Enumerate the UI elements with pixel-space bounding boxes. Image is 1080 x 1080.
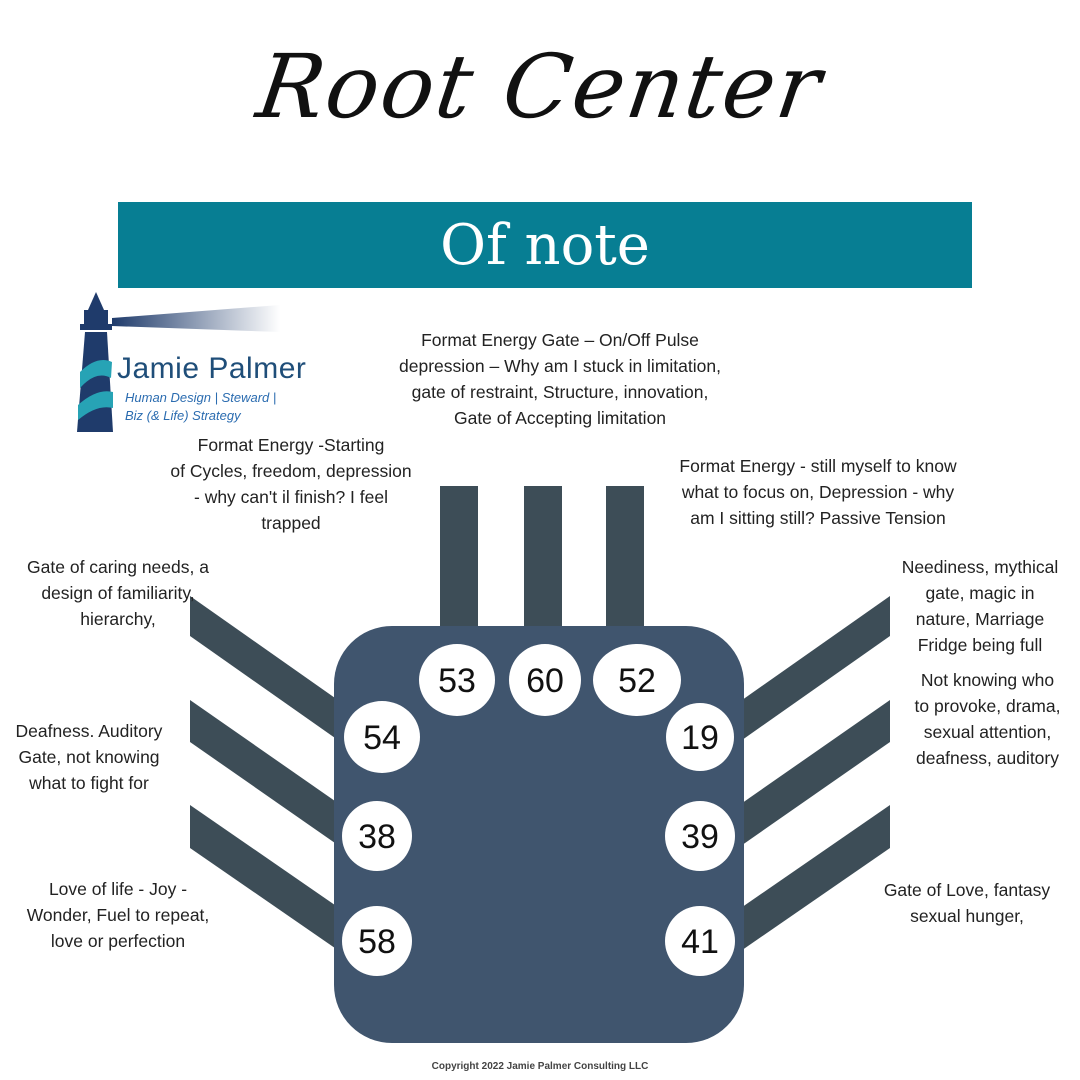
note-gate-60: Format Energy Gate – On/Off Pulse depres… (350, 327, 770, 431)
note-line: Wonder, Fuel to repeat, (26, 905, 210, 925)
note-gate-52: Format Energy - still myself to know wha… (640, 453, 996, 531)
channel-58 (190, 805, 345, 955)
gate-54-label: 54 (363, 719, 401, 757)
note-line: sexual hunger, (910, 906, 1024, 926)
logo-subtitle-line1: Human Design | Steward | (125, 390, 277, 405)
channel-19 (735, 596, 890, 745)
channel-38 (190, 700, 345, 850)
gate-39-label: 39 (681, 818, 719, 856)
gate-41-label: 41 (681, 923, 719, 961)
note-line: hierarchy, (80, 609, 156, 629)
gate-39: 39 (665, 801, 735, 871)
gate-58-label: 58 (358, 923, 396, 961)
note-line: nature, Marriage (915, 609, 1045, 629)
note-line: Format Energy - still myself to know (679, 456, 957, 476)
note-line: gate of restraint, Structure, innovation… (411, 382, 709, 402)
copyright: Copyright 2022 Jamie Palmer Consulting L… (431, 1061, 649, 1072)
note-gate-38: Deafness. Auditory Gate, not knowing wha… (0, 718, 178, 796)
channel-54 (190, 596, 345, 745)
note-line: Love of life - Joy - (48, 879, 188, 899)
note-line: Format Energy Gate – On/Off Pulse (421, 330, 699, 350)
note-line: Deafness. Auditory (15, 721, 163, 741)
note-line: - why can't il finish? I feel (194, 487, 388, 507)
note-line: what to fight for (29, 773, 149, 793)
gate-52-label: 52 (618, 662, 656, 700)
gate-38: 38 (342, 801, 412, 871)
note-line: Gate, not knowing (18, 747, 160, 767)
note-gate-39: Not knowing who to provoke, drama, sexua… (895, 667, 1080, 771)
note-gate-58: Love of life - Joy - Wonder, Fuel to rep… (4, 876, 232, 954)
gate-54: 54 (344, 701, 420, 773)
note-line: am I sitting still? Passive Tension (690, 508, 946, 528)
note-gate-19: Neediness, mythical gate, magic in natur… (880, 554, 1080, 658)
channel-53 (440, 486, 478, 636)
note-line: to provoke, drama, (914, 696, 1061, 716)
channel-39 (735, 700, 890, 850)
note-line: deafness, auditory (915, 748, 1059, 768)
note-line: trapped (261, 513, 321, 533)
gate-52: 52 (593, 644, 681, 716)
note-line: love or perfection (50, 931, 186, 951)
gate-19: 19 (666, 703, 734, 771)
channel-52 (606, 486, 644, 636)
note-line: design of familiarity, (41, 583, 195, 603)
gate-60: 60 (509, 644, 581, 716)
note-line: Not knowing who (920, 670, 1055, 690)
note-line: of Cycles, freedom, depression (170, 461, 412, 481)
banner: Of note (118, 202, 972, 288)
note-line: sexual attention, (923, 722, 1052, 742)
note-line: Gate of Accepting limitation (453, 408, 667, 428)
note-line: depression – Why am I stuck in limitatio… (399, 356, 721, 376)
gate-41: 41 (665, 906, 735, 976)
channel-60 (524, 486, 562, 636)
note-line: Format Energy -Starting (197, 435, 385, 455)
gate-19-label: 19 (681, 719, 719, 757)
note-gate-54: Gate of caring needs, a design of famili… (4, 554, 232, 632)
gate-58: 58 (342, 906, 412, 976)
note-gate-41: Gate of Love, fantasy sexual hunger, (862, 877, 1072, 929)
logo-subtitle-line2: Biz (& Life) Strategy (125, 408, 241, 423)
note-gate-53: Format Energy -Starting of Cycles, freed… (136, 432, 446, 536)
gate-53: 53 (419, 644, 495, 716)
note-line: Gate of Love, fantasy (883, 880, 1051, 900)
note-line: Neediness, mythical (901, 557, 1059, 577)
note-line: Fridge being full (917, 635, 1043, 655)
root-center-box (334, 626, 744, 1043)
gate-53-label: 53 (438, 662, 476, 700)
note-line: what to focus on, Depression - why (681, 482, 955, 502)
channel-41 (735, 805, 890, 955)
note-line: gate, magic in (925, 583, 1035, 603)
lighthouse-icon (77, 292, 280, 432)
gate-38-label: 38 (358, 818, 396, 856)
banner-text: Of note (440, 212, 650, 278)
note-line: Gate of caring needs, a (27, 557, 209, 577)
logo-name: Jamie Palmer (117, 352, 307, 385)
gate-60-label: 60 (526, 662, 564, 700)
logo-subtitle: Human Design | Steward | Biz (& Life) St… (125, 389, 276, 425)
